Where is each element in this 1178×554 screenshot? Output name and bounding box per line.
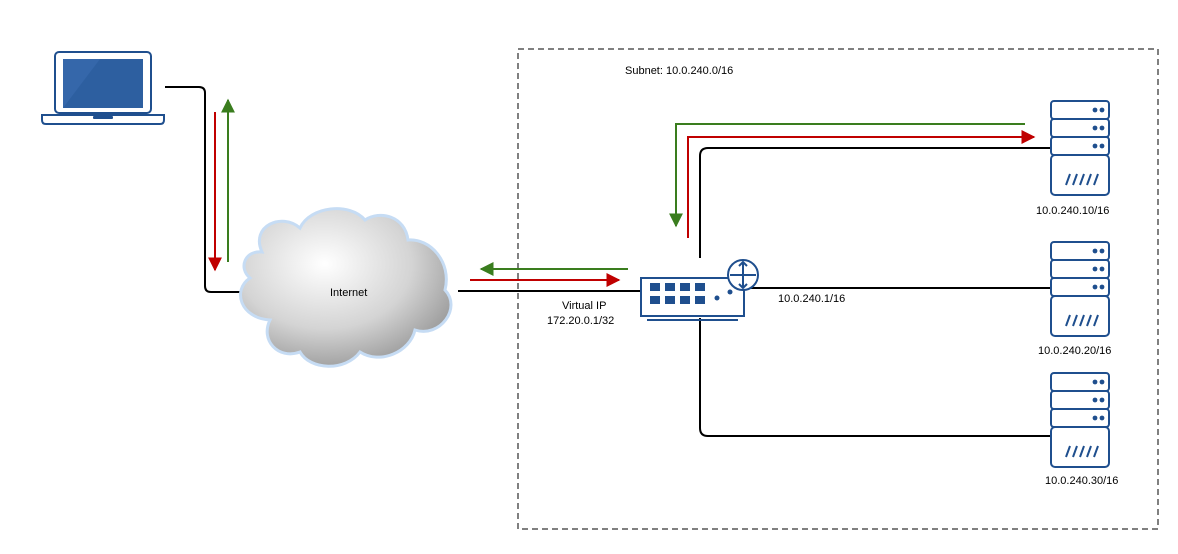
server-ip: 10.0.240.10/16 (1036, 205, 1109, 217)
server-icon (1050, 372, 1110, 468)
laptop-icon (41, 51, 165, 125)
response-flow-arrow (669, 123, 1025, 228)
cloud-label: Internet (330, 287, 367, 299)
router-switch-icon (640, 259, 759, 321)
vip-address: 172.20.0.1/32 (547, 315, 614, 327)
cloud-icon (239, 207, 453, 368)
request-flow-arrow (687, 130, 1036, 238)
server-icon (1050, 241, 1110, 337)
server-icon (1050, 100, 1110, 196)
router-to-server-3-wire (699, 318, 1051, 437)
subnet-boundary (517, 48, 1159, 530)
router-lan-ip: 10.0.240.1/16 (778, 293, 845, 305)
server-ip: 10.0.240.20/16 (1038, 345, 1111, 357)
vip-title: Virtual IP (562, 300, 606, 312)
router-to-server-1-wire (699, 147, 1051, 258)
server-ip: 10.0.240.30/16 (1045, 475, 1118, 487)
subnet-label: Subnet: 10.0.240.0/16 (625, 65, 733, 77)
laptop-to-cloud-wire (165, 86, 242, 293)
